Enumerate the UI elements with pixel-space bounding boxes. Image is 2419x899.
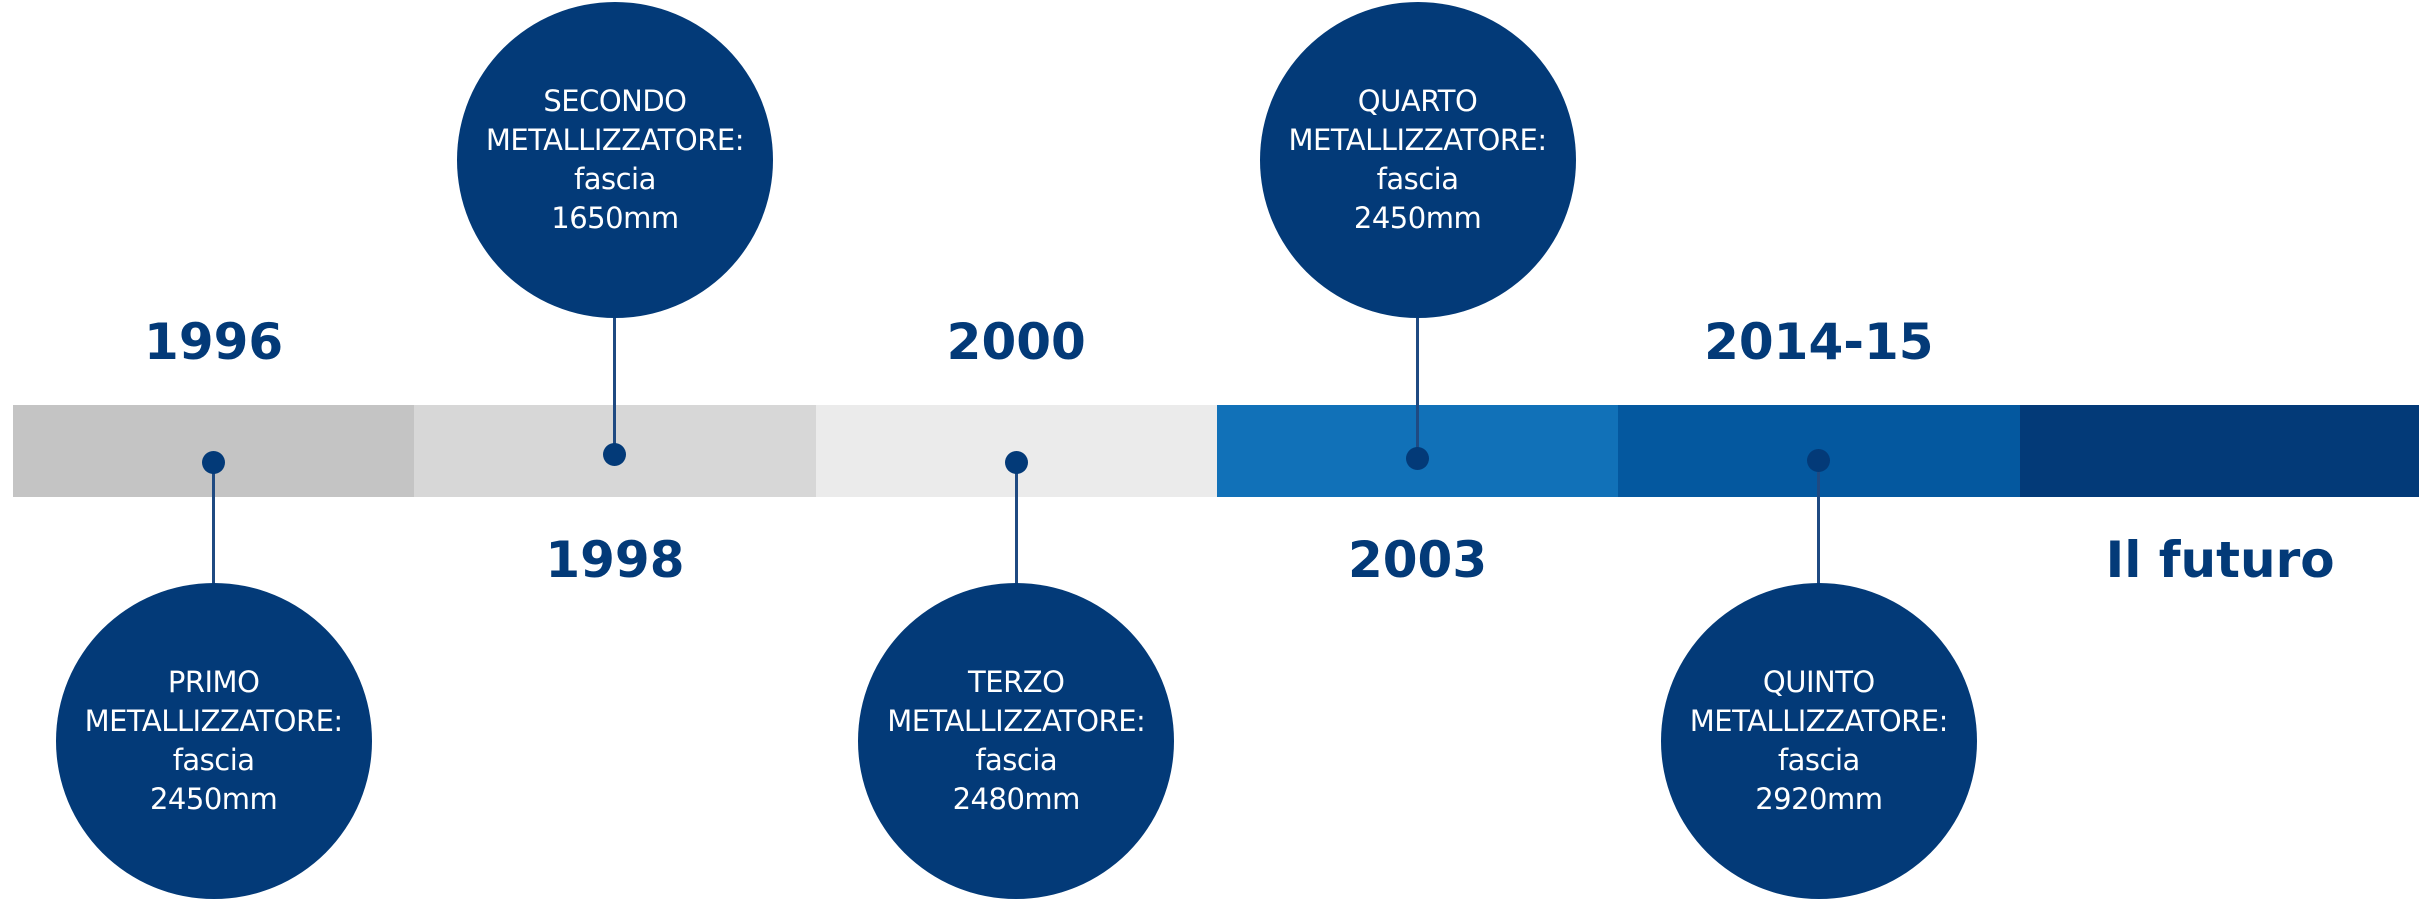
milestone-bubble-text-line: fascia: [975, 743, 1058, 777]
milestone-bubble-text-line: 2450mm: [149, 782, 278, 816]
milestone-bubble-text-line: 2480mm: [952, 782, 1081, 816]
timeline-band-segment: [2019, 405, 2419, 497]
milestone-bubble-text-line: 2450mm: [1353, 201, 1482, 235]
milestone-bubble: SECONDO METALLIZZATORE: fascia 1650mm: [456, 2, 773, 318]
milestone-bubble-text-line: fascia: [1376, 162, 1459, 196]
milestone-dot: [1406, 446, 1430, 470]
milestone-bubble: QUARTO METALLIZZATORE: fascia 2450mm: [1259, 2, 1576, 318]
milestone-year: 1998: [545, 531, 685, 589]
milestone-connector-line: [1416, 314, 1420, 458]
milestone-bubble-text-line: METALLIZZATORE:: [485, 123, 745, 157]
milestone-bubble-text-line: METALLIZZATORE:: [887, 704, 1146, 738]
milestone-bubble-text-line: PRIMO: [167, 665, 260, 699]
milestone-bubble-text-line: METALLIZZATORE:: [1689, 704, 1949, 738]
milestone-bubble-text-line: fascia: [574, 162, 656, 196]
milestone-connector-line: [212, 462, 216, 587]
milestone-dot: [1004, 450, 1028, 474]
milestone-connector-line: [613, 314, 617, 454]
milestone-bubble-text-line: fascia: [172, 743, 255, 777]
milestone-bubble-text-line: fascia: [1777, 743, 1860, 777]
milestone-year: 2014-15: [1704, 313, 1934, 371]
milestone-year: Il futuro: [2105, 531, 2335, 589]
milestone-dot: [1807, 448, 1831, 472]
milestone-bubble-text-line: QUARTO: [1357, 84, 1478, 118]
milestone-year: 2000: [946, 313, 1086, 371]
milestone-bubble-text-line: 1650mm: [551, 201, 679, 235]
milestone-year: 1996: [144, 313, 284, 371]
milestone-bubble: TERZO METALLIZZATORE: fascia 2480mm: [858, 583, 1175, 899]
milestone-dot: [202, 450, 226, 474]
milestone-bubble-text-line: 2920mm: [1755, 782, 1883, 816]
milestone-bubble: QUINTO METALLIZZATORE: fascia 2920mm: [1660, 583, 1977, 899]
milestone-bubble-text-line: SECONDO: [543, 84, 687, 118]
milestone-bubble-text-line: METALLIZZATORE:: [84, 704, 344, 738]
milestone-year: 2003: [1347, 531, 1488, 589]
milestone-bubble: PRIMO METALLIZZATORE: fascia 2450mm: [55, 583, 372, 899]
milestone-bubble-text-line: TERZO: [968, 665, 1065, 699]
milestone-connector-line: [1014, 462, 1018, 587]
milestone-dot: [603, 442, 627, 466]
milestone-bubble-text-line: METALLIZZATORE:: [1288, 123, 1547, 157]
milestone-connector-line: [1817, 460, 1821, 587]
milestone-bubble-text-line: QUINTO: [1762, 665, 1875, 699]
